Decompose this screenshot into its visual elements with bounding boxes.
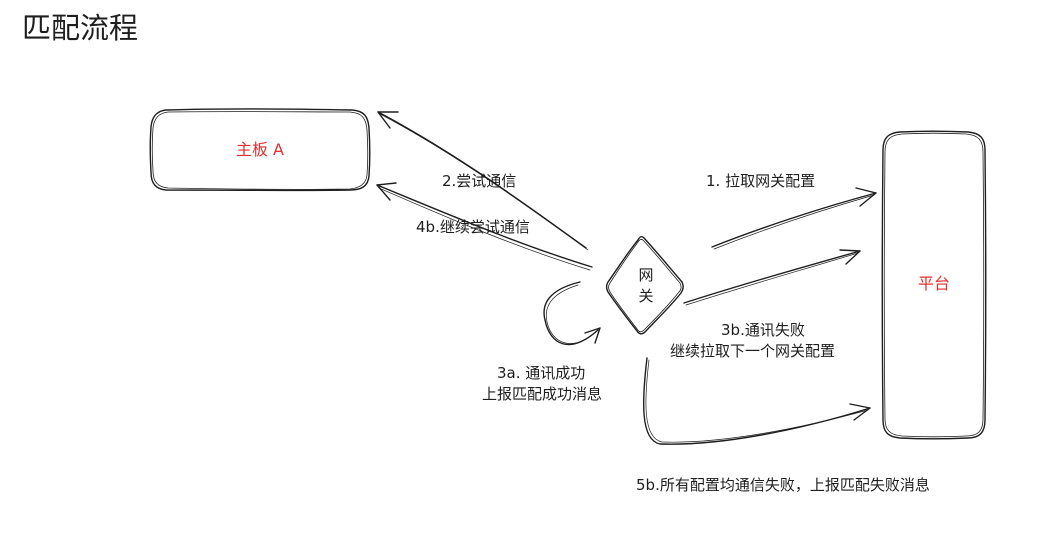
gateway-node-shape[interactable] <box>605 236 684 335</box>
edge-pull-config <box>711 187 877 250</box>
platform-node-label: 平台 <box>917 274 950 293</box>
edge-success-loop <box>543 281 601 346</box>
edge-try-comm <box>377 111 589 251</box>
edge-fail-next-config <box>683 249 861 306</box>
board-node-shape[interactable] <box>149 108 371 192</box>
edge-retry-comm <box>376 182 593 271</box>
platform-node-shape[interactable] <box>881 130 987 440</box>
board-node-label: 主板 A <box>235 140 285 159</box>
gateway-node-label-line1: 网 <box>638 266 654 284</box>
edge-label-pull-config: 1. 拉取网关配置 <box>706 172 816 190</box>
page-title: 匹配流程 <box>22 11 139 45</box>
edge-label-fail-line2: 继续拉取下一个网关配置 <box>670 342 836 360</box>
edge-label-fail-line1: 3b.通讯失败 <box>721 321 805 339</box>
edge-label-success-line1: 3a. 通讯成功 <box>497 364 586 382</box>
edge-label-all-fail: 5b.所有配置均通信失败，上报匹配失败消息 <box>636 476 930 494</box>
edge-all-fail <box>642 357 871 445</box>
edge-label-try-comm: 2.尝试通信 <box>442 172 517 190</box>
edge-label-retry-comm: 4b.继续尝试通信 <box>416 218 530 236</box>
edge-label-success-line2: 上报匹配成功消息 <box>482 385 603 403</box>
gateway-node-label-line2: 关 <box>638 287 654 305</box>
